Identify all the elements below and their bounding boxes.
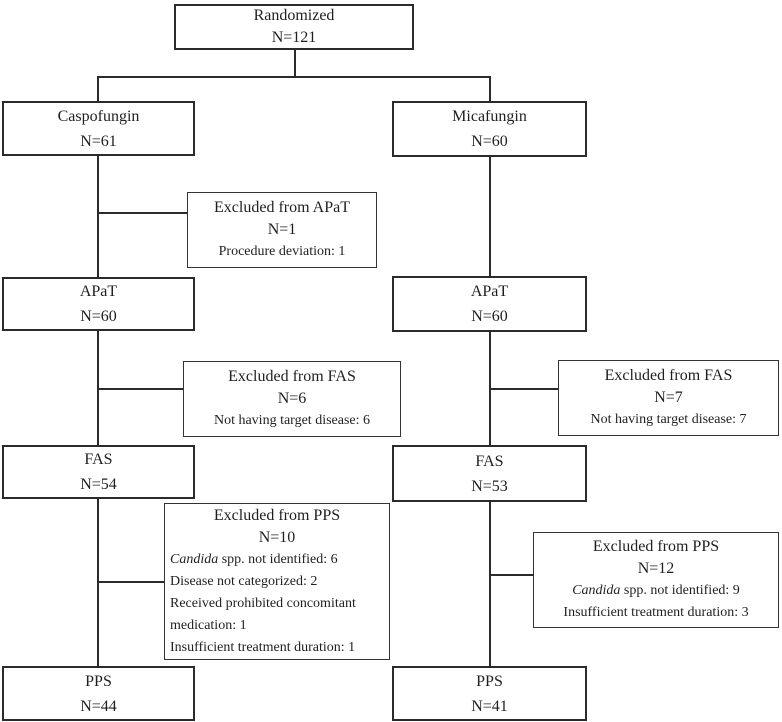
connector-top-branch [97,76,491,78]
connector-excluded-fas-right [489,388,559,390]
node-count: N=12 [637,560,675,577]
node-micafungin: Micafungin N=60 [392,101,587,157]
exclusion-reason: Not having target disease: 7 [590,412,747,427]
node-excluded-apat-caspofungin: Excluded from APaT N=1 Procedure deviati… [187,192,377,268]
exclusion-reason: Procedure deviation: 1 [218,244,346,259]
connector-excluded-fas-left [97,388,184,390]
node-count: N=121 [271,29,317,46]
node-apat-caspofungin: APaT N=60 [2,277,195,331]
connector-drop-micafungin [489,76,491,103]
connector-excluded-apat-left [97,212,188,214]
node-excluded-pps-micafungin: Excluded from PPS N=12 Candida spp. not … [533,532,779,628]
node-label: Caspofungin [57,107,140,125]
node-excluded-fas-micafungin: Excluded from FAS N=7 Not having target … [558,360,779,436]
node-label: Excluded from FAS [604,367,733,384]
node-count: N=54 [80,476,117,493]
connector-randomized-stem [294,48,296,78]
node-caspofungin: Caspofungin N=61 [2,101,195,156]
connector-excluded-pps-right [489,574,534,576]
exclusion-reason: Disease not categorized: 2 [170,573,318,589]
node-fas-micafungin: FAS N=53 [392,445,587,502]
node-label: Excluded from FAS [228,368,356,385]
node-count: N=60 [471,133,508,150]
connector-excluded-pps-left [97,581,165,583]
node-label: Excluded from PPS [213,506,341,524]
exclusion-reason: Received prohibited concomitant medicati… [170,595,356,633]
node-label: PPS [476,672,503,690]
node-count: N=60 [471,308,508,325]
node-label: Excluded from PPS [592,538,720,555]
node-label: PPS [85,672,112,690]
node-count: N=53 [471,477,508,495]
node-label: APaT [79,283,118,300]
node-count: N=41 [471,697,508,715]
node-count: N=7 [654,389,683,406]
connector-micafungin-apat [489,154,491,278]
node-count: N=44 [80,697,117,715]
node-label: Randomized [253,7,335,24]
node-label: FAS [84,451,113,468]
node-count: N=10 [258,528,296,546]
node-fas-caspofungin: FAS N=54 [2,445,195,499]
candida-italic: Candida [572,583,621,598]
connector-fas-pps-right [489,500,491,667]
node-count: N=6 [277,390,307,407]
node-label: Excluded from APaT [214,199,350,216]
exclusion-reason: Candida spp. not identified: 9 [534,580,778,602]
candida-italic: Candida [170,551,219,567]
exclusion-reason: Candida spp. not identified: 6 [165,549,389,571]
node-label: APaT [470,283,509,300]
exclusion-reason: Insufficient treatment duration: 1 [170,639,356,655]
node-label: Micafungin [452,108,527,125]
candida-rest: spp. not identified: 6 [218,551,338,567]
node-count: N=60 [80,308,117,325]
node-excluded-fas-caspofungin: Excluded from FAS N=6 Not having target … [183,361,401,437]
node-label: FAS [475,452,504,470]
connector-drop-caspofungin [97,76,99,103]
node-pps-micafungin: PPS N=41 [392,666,587,721]
node-pps-caspofungin: PPS N=44 [2,666,195,721]
node-count: N=1 [267,221,297,238]
candida-rest: spp. not identified: 9 [620,583,740,598]
node-apat-micafungin: APaT N=60 [392,276,587,332]
exclusion-reason: Not having target disease: 6 [213,413,371,428]
exclusion-reason: Insufficient treatment duration: 3 [563,605,749,620]
node-count: N=61 [80,132,117,150]
node-excluded-pps-caspofungin: Excluded from PPS N=10 Candida spp. not … [164,503,390,660]
connector-caspofungin-apat [97,154,99,278]
node-randomized: Randomized N=121 [174,4,414,50]
